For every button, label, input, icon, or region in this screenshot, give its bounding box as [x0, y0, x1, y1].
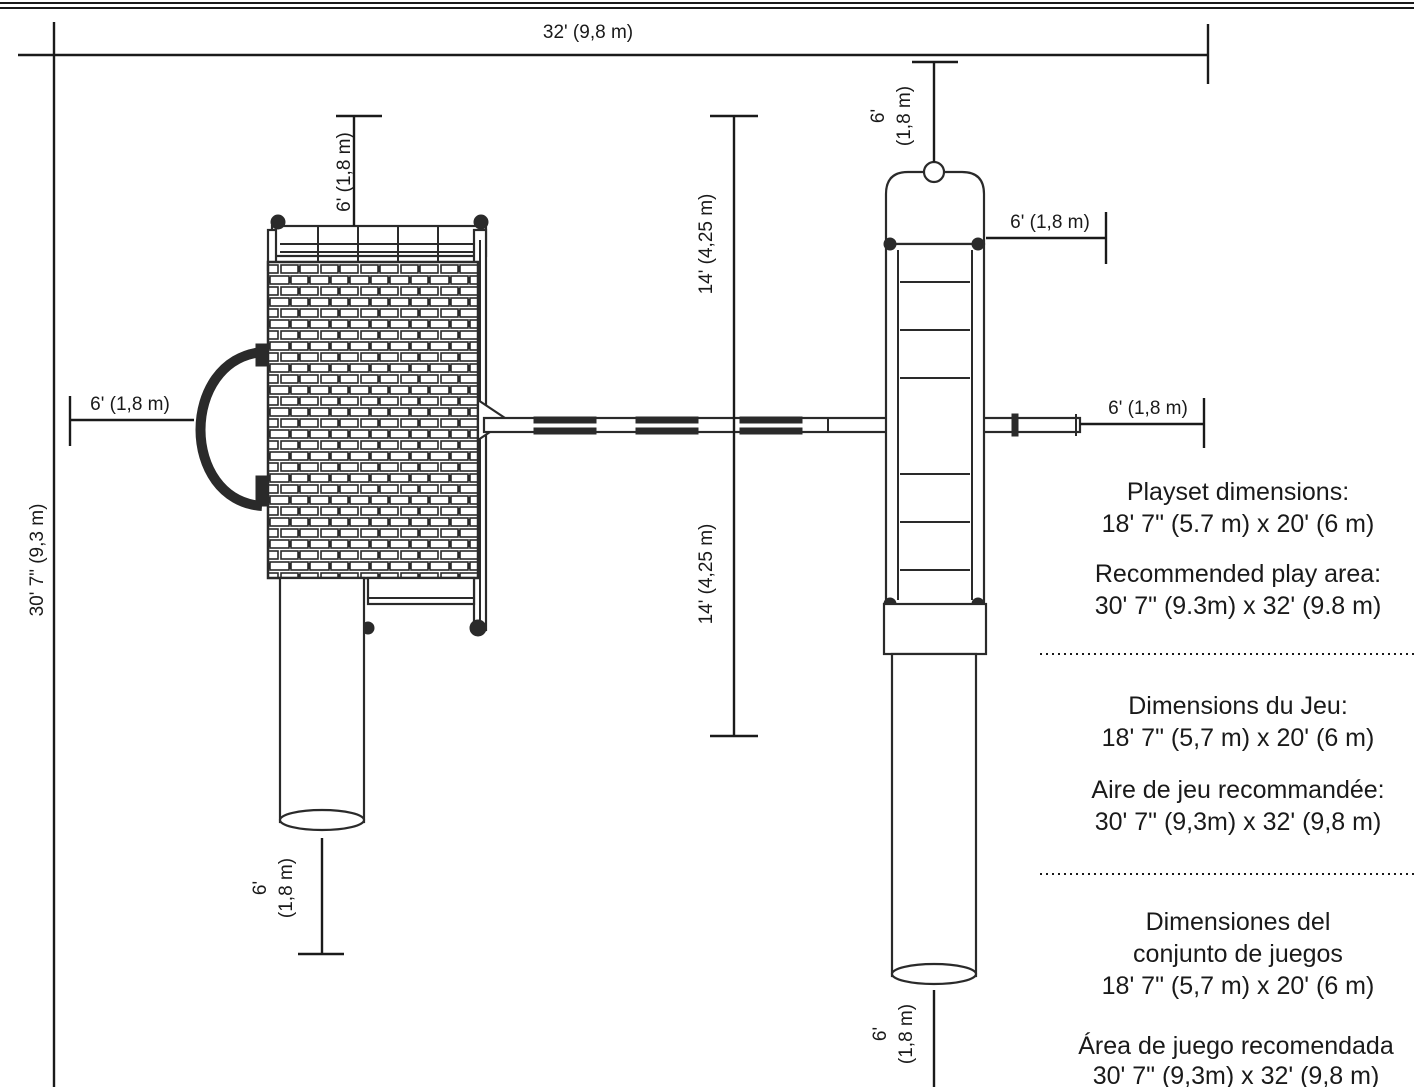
swing-beam — [476, 397, 1082, 443]
info-es-area: 30' 7" (9,3m) x 32' (9,8 m) — [1093, 1062, 1380, 1087]
slide-end-clearance: 6' (1,8 m) — [250, 838, 344, 956]
info-en-title: Playset dimensions: — [1127, 478, 1349, 506]
info-en-area: 30' 7" (9.3m) x 32' (9.8 m) — [1095, 592, 1382, 620]
ladder-top-clearance: 6' (1,8 m) — [868, 60, 958, 162]
slide-end-clearance-label-1: 6' — [250, 881, 271, 895]
swing-clearance: 14' (4,25 m) 14' (4,25 m) — [696, 114, 758, 738]
ladder-bottom-clearance-label-1: 6' — [870, 1027, 891, 1041]
beam-end-clearance-label: 6' (1,8 m) — [1108, 398, 1188, 419]
overall-width-label: 32' (9,8 m) — [543, 22, 633, 43]
monkey-ladder — [882, 160, 988, 986]
info-en-area-title: Recommended play area: — [1095, 560, 1381, 588]
overall-depth-label: 30' 7" (9,3 m) — [27, 504, 48, 617]
fort-top-clearance: 6' (1,8 m) — [334, 114, 382, 226]
ladder-bottom-clearance-label-2: (1,8 m) — [896, 1004, 917, 1064]
info-fr-size: 18' 7" (5,7 m) x 20' (6 m) — [1102, 724, 1375, 752]
info-es-title-2: conjunto de juegos — [1133, 940, 1343, 968]
info-es-size: 18' 7" (5,7 m) x 20' (6 m) — [1102, 972, 1375, 1000]
ladder-side-clearance-label: 6' (1,8 m) — [1010, 212, 1090, 233]
swing-below-label: 14' (4,25 m) — [696, 524, 717, 625]
fort-left-clearance-label: 6' (1,8 m) — [90, 394, 170, 415]
ladder-top-clearance-label-2: (1,8 m) — [894, 86, 915, 146]
info-es-area-title: Área de juego recomendada — [1078, 1031, 1394, 1060]
info-fr-area: 30' 7" (9,3m) x 32' (9,8 m) — [1095, 808, 1382, 836]
ladder-side-clearance: 6' (1,8 m) — [986, 212, 1108, 264]
fort-top-clearance-label: 6' (1,8 m) — [334, 132, 355, 212]
ladder-bottom-clearance: 6' (1,8 m) — [870, 990, 936, 1087]
fort-left-clearance: 6' (1,8 m) — [68, 394, 194, 446]
fort-tower — [195, 214, 489, 832]
top-border — [0, 2, 1414, 9]
swing-above-label: 14' (4,25 m) — [696, 194, 717, 295]
info-fr-title: Dimensions du Jeu: — [1128, 692, 1348, 720]
dimension-info-panel: Playset dimensions: 18' 7" (5.7 m) x 20'… — [1040, 478, 1414, 1087]
slide-end-clearance-label-2: (1,8 m) — [276, 858, 297, 918]
beam-end-clearance: 6' (1,8 m) — [1080, 398, 1206, 448]
ladder-top-clearance-label-1: 6' — [868, 109, 889, 123]
info-fr-area-title: Aire de jeu recommandée: — [1091, 776, 1384, 804]
info-en-size: 18' 7" (5.7 m) x 20' (6 m) — [1102, 510, 1375, 538]
info-es-title-1: Dimensiones del — [1146, 908, 1331, 936]
overall-width-dimension: 32' (9,8 m) — [18, 22, 1210, 84]
overall-depth-dimension: 30' 7" (9,3 m) — [27, 22, 56, 1087]
